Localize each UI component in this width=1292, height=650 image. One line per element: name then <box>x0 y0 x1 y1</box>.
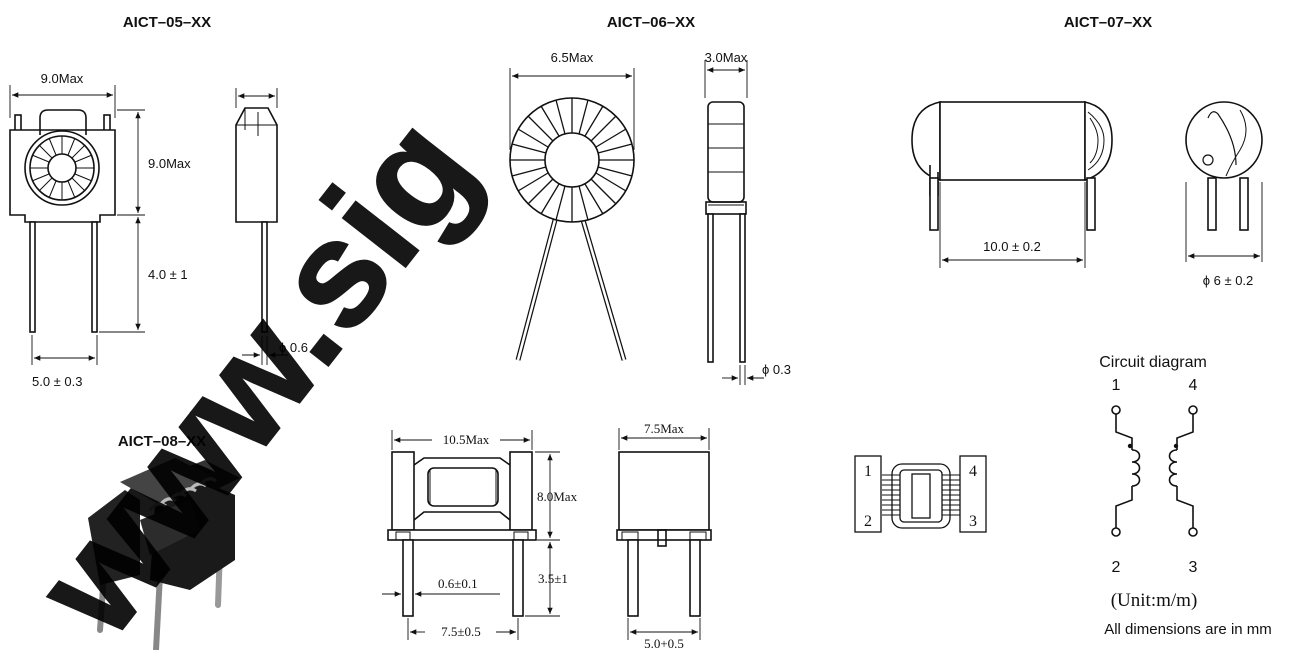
aict05-lead-label: 4.0 ± 1 <box>148 267 188 282</box>
aict07-length-label: 10.0 ± 0.2 <box>983 239 1041 254</box>
aict06-toroid-dims <box>509 68 635 150</box>
aict08-title: AICT–08–XX <box>118 433 206 450</box>
aict07-body-view <box>911 101 1113 231</box>
aict05-wire-label: ϕ 0.6 <box>279 340 308 355</box>
footprint-pin-4: 4 <box>969 463 977 480</box>
circuit-pin-2: 2 <box>1112 559 1121 576</box>
aict08-lead-label: 3.5±1 <box>538 571 568 586</box>
aict07-group: AICT–07–XX 10.0 ± 0.2 <box>911 14 1263 288</box>
aict08-side-pitch-label: 5.0+0.5 <box>644 636 684 650</box>
footprint-pin-2: 2 <box>864 513 872 530</box>
aict06-thick-label: 3.0Max <box>705 50 748 65</box>
aict06-od-label: 6.5Max <box>551 50 594 65</box>
aict08-width-label: 10.5Max <box>443 432 490 447</box>
polarity-dot-left <box>1127 443 1133 449</box>
footprint-pin-1: 1 <box>864 463 872 480</box>
aict05-dimension-lines <box>9 85 145 365</box>
aict06-group: AICT–06–XX <box>509 14 791 385</box>
aict06-side-dims <box>704 60 764 385</box>
circuit-diagram: Circuit diagram 1 4 2 3 (Unit:m/m) All d… <box>1099 354 1272 638</box>
aict06-title: AICT–06–XX <box>607 14 695 31</box>
dimensions-note: All dimensions are in mm <box>1104 621 1272 638</box>
aict06-side-view <box>705 101 747 363</box>
aict05-pitch-label: 5.0 ± 0.3 <box>32 374 83 389</box>
aict07-end-dims <box>1185 182 1263 262</box>
aict05-height-label: 9.0Max <box>148 156 191 171</box>
aict08-photo-image <box>88 458 240 650</box>
aict05-title: AICT–05–XX <box>123 14 211 31</box>
aict05-width-label: 9.0Max <box>41 71 84 86</box>
unit-label: (Unit:m/m) <box>1111 590 1198 611</box>
aict06-wire-label: ϕ 0.3 <box>762 362 791 377</box>
aict05-side-view <box>235 107 278 333</box>
aict08-front-view: 10.5Max 8.0Max 3.5±1 0.6±0.1 7.5±0.5 <box>382 430 578 640</box>
aict07-body-dims <box>939 182 1086 268</box>
aict08-wire-label: 0.6±0.1 <box>438 576 478 591</box>
circuit-title: Circuit diagram <box>1099 354 1207 371</box>
aict08-photo: AICT–08–XX <box>88 433 240 650</box>
aict06-toroid-view <box>509 97 635 361</box>
aict07-title: AICT–07–XX <box>1064 14 1152 31</box>
circuit-pin-1: 1 <box>1112 377 1121 394</box>
aict05-front-view <box>9 109 116 333</box>
polarity-dot-right <box>1173 443 1179 449</box>
aict05-group: AICT–05–XX <box>9 14 308 389</box>
circuit-pin-3: 3 <box>1189 559 1198 576</box>
aict08-pitch-label: 7.5±0.5 <box>441 624 481 639</box>
aict07-dia-label: ϕ 6 ± 0.2 <box>1203 273 1254 288</box>
aict08-height-label: 8.0Max <box>537 489 578 504</box>
aict08-side-view: 7.5Max 5.0+0.5 <box>616 421 712 650</box>
circuit-pin-4: 4 <box>1189 377 1198 394</box>
pin-footprint: 1 4 2 3 <box>854 455 987 533</box>
footprint-pin-3: 3 <box>969 513 977 530</box>
aict08-side-label: 7.5Max <box>644 421 685 436</box>
aict05-side-dims <box>235 88 288 365</box>
aict07-end-view <box>1185 101 1263 231</box>
